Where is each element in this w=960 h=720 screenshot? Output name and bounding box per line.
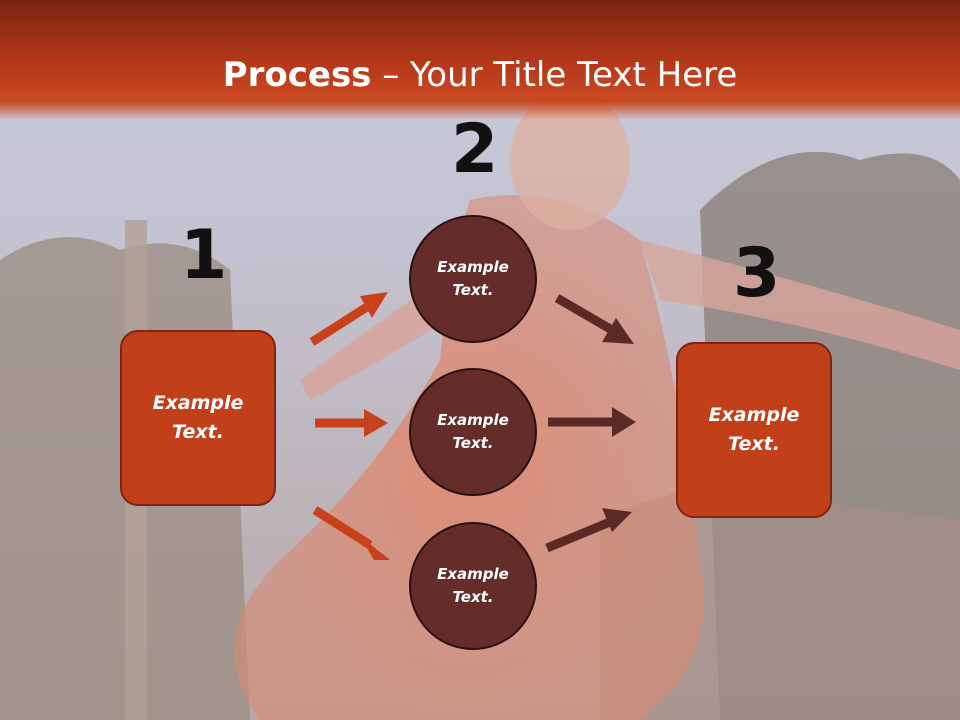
step-number-3: 3 (733, 234, 781, 313)
title-bold: Process (222, 55, 372, 95)
circle-1-label: Example Text. (437, 258, 509, 299)
circle-2: Example Text. (409, 368, 537, 496)
title-rest: – Your Title Text Here (371, 55, 738, 95)
step-1-box: Example Text. (120, 330, 276, 506)
circle-1: Example Text. (409, 215, 537, 343)
step-number-2: 2 (451, 110, 499, 189)
title-bar (0, 0, 960, 120)
circle-3: Example Text. (409, 522, 537, 650)
step-3-label: Example Text. (708, 404, 800, 455)
slide-title: Process – Your Title Text Here (0, 55, 960, 95)
step-3-box: Example Text. (676, 342, 832, 518)
step-number-1: 1 (180, 216, 228, 295)
circle-3-label: Example Text. (437, 565, 509, 606)
circle-2-label: Example Text. (437, 411, 509, 452)
step-1-label: Example Text. (152, 392, 244, 443)
